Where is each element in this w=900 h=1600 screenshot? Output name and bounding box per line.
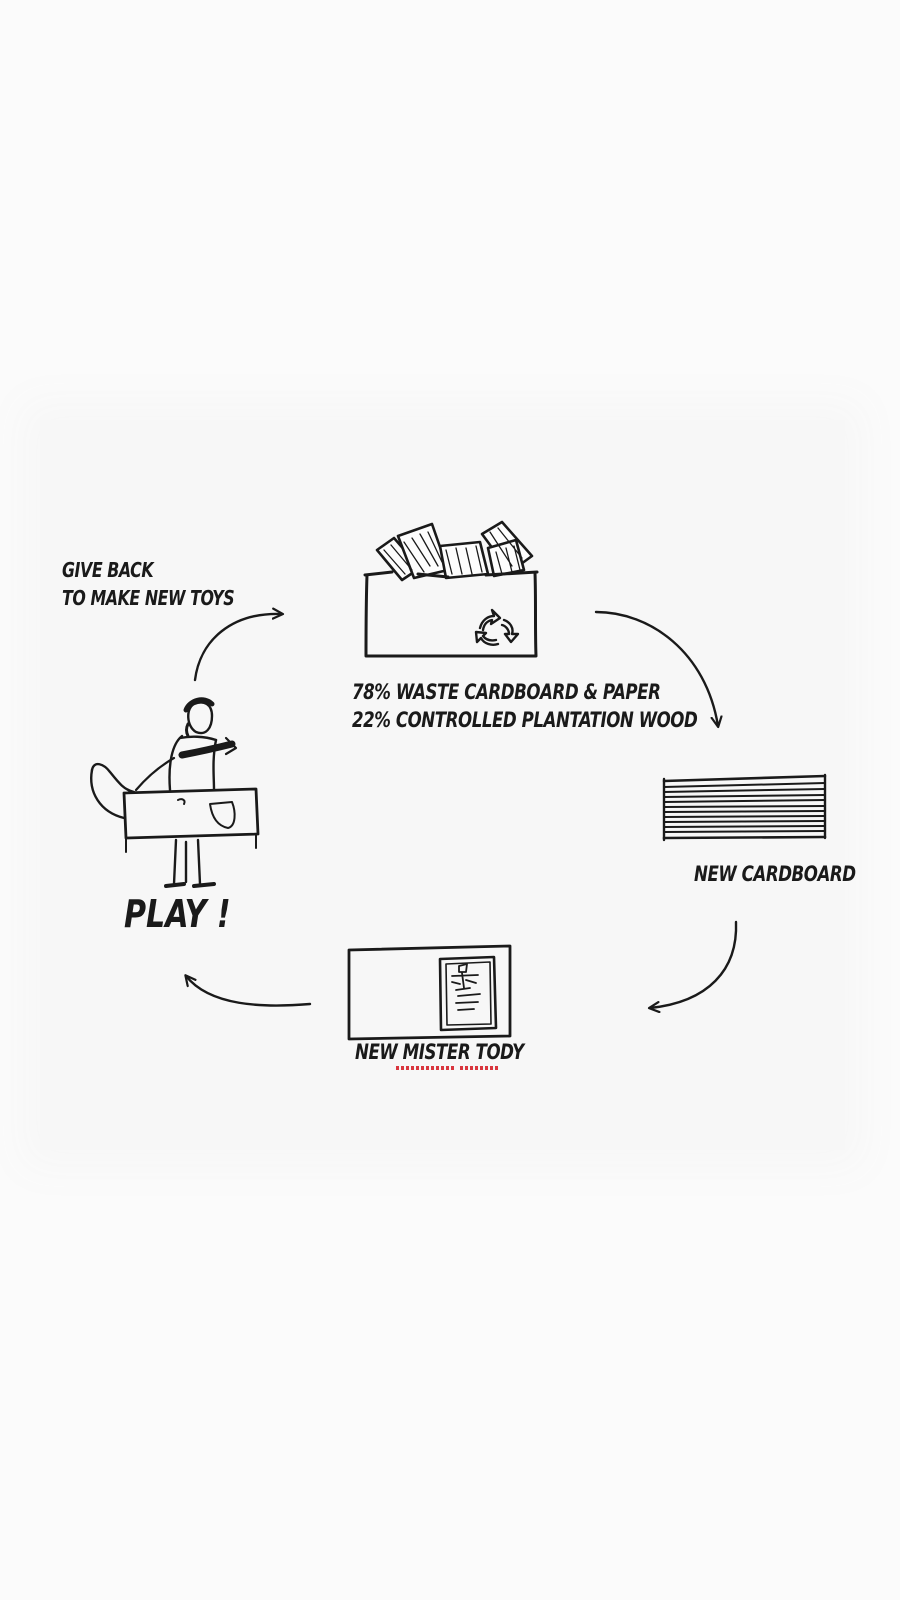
arrow-give-back-to-bin xyxy=(193,614,282,682)
play-label: PLAY ! xyxy=(124,892,231,936)
new-cardboard-label: NEW CARDBOARD xyxy=(694,862,856,886)
spellcheck-underline-tody xyxy=(460,1066,500,1070)
cardboard-pieces xyxy=(375,520,534,582)
cardboard-stack-icon xyxy=(662,773,827,842)
give-back-label: GIVE BACK TO MAKE NEW TOYS xyxy=(62,556,235,612)
recycle-bin-icon xyxy=(363,520,539,658)
recycle-symbol-icon xyxy=(474,608,520,646)
toy-figure-icon xyxy=(451,963,479,991)
give-back-line-1: GIVE BACK xyxy=(62,558,154,582)
cycle-arrow-icon xyxy=(186,610,738,1008)
materials-line-1: 78% WASTE CARDBOARD & PAPER xyxy=(352,680,661,704)
arrow-tody-to-play xyxy=(186,976,312,1007)
cardboard-hatching xyxy=(383,527,523,575)
toy-package-icon xyxy=(347,944,512,1041)
new-mister-tody-label: NEW MISTER TODY xyxy=(355,1040,524,1064)
arrow-bin-to-cardboard xyxy=(594,610,718,726)
spellcheck-underline-mister xyxy=(396,1066,456,1070)
materials-label: 78% WASTE CARDBOARD & PAPER 22% CONTROLL… xyxy=(352,678,698,734)
arrow-cardboard-to-tody xyxy=(650,920,738,1008)
give-back-line-2: TO MAKE NEW TOYS xyxy=(62,586,235,610)
child-playing-icon xyxy=(90,697,260,888)
materials-line-2: 22% CONTROLLED PLANTATION WOOD xyxy=(352,708,698,732)
